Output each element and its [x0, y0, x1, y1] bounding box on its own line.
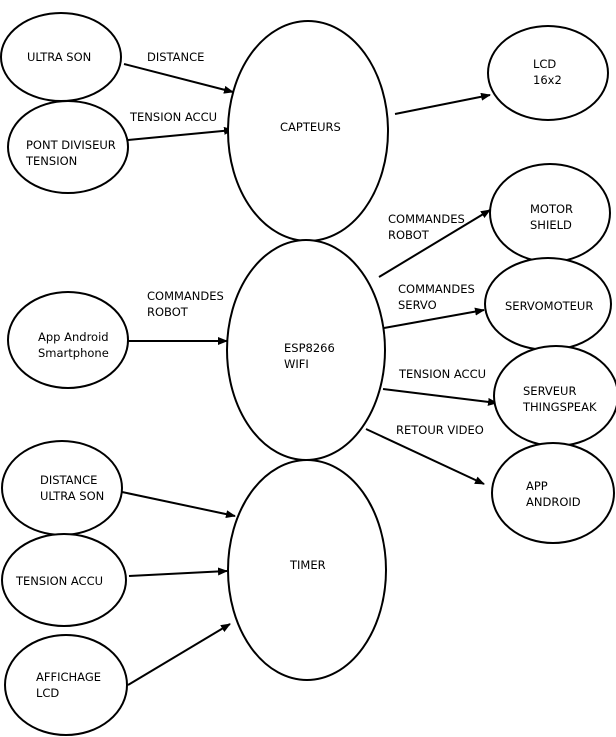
node-tension-accu: TENSION ACCU [1, 533, 127, 627]
edge-commandes-robot-in: COMMANDES ROBOT [128, 289, 228, 345]
edge-tension-accu-capteurs: TENSION ACCU [127, 110, 234, 141]
edge-commandes-servo: COMMANDES SERVO [383, 282, 485, 329]
node-distance-ultra-son-label: DISTANCE ULTRA SON [40, 473, 104, 503]
edge-tension-timer [128, 567, 228, 577]
edge-tension-accu-serveur-label: TENSION ACCU [398, 367, 486, 381]
edge-tension-accu-serveur: TENSION ACCU [382, 367, 498, 406]
node-affichage-lcd-label: AFFICHAGE LCD [36, 670, 105, 700]
node-timer: TIMER [227, 459, 387, 681]
node-lcd: LCD 16x2 [487, 25, 609, 121]
edge-commandes-robot-motor: COMMANDES ROBOT [378, 209, 491, 278]
edge-commandes-servo-label: COMMANDES SERVO [398, 282, 478, 312]
edge-tension-accu-capteurs-label: TENSION ACCU [129, 110, 217, 124]
node-ultra-son-label: ULTRA SON [27, 50, 91, 64]
node-timer-label: TIMER [289, 558, 326, 572]
edge-retour-video: RETOUR VIDEO [365, 423, 485, 485]
node-app-android-out: APP ANDROID [491, 442, 615, 544]
node-serveur-thingspeak-label: SERVEUR THINGSPEAK [522, 384, 597, 414]
edge-distance-label: DISTANCE [147, 50, 204, 64]
node-lcd-label: LCD 16x2 [533, 57, 562, 87]
node-app-android-smartphone-label: App Android Smartphone [38, 330, 112, 360]
node-motor-shield-label: MOTOR SHIELD [530, 202, 577, 232]
node-motor-shield: MOTOR SHIELD [489, 163, 611, 263]
node-pont-diviseur: PONT DIVISEUR TENSION [7, 100, 129, 194]
edge-retour-video-label: RETOUR VIDEO [396, 423, 484, 437]
node-distance-ultra-son: DISTANCE ULTRA SON [1, 440, 123, 536]
edge-capteurs-lcd [394, 92, 491, 115]
edge-distance-timer [121, 491, 236, 519]
node-esp8266: ESP8266 WIFI [226, 239, 386, 461]
node-app-android-smartphone: App Android Smartphone [7, 291, 129, 389]
edge-commandes-robot-in-label: COMMANDES ROBOT [147, 289, 227, 319]
node-tension-accu-label: TENSION ACCU [15, 574, 103, 588]
node-servomoteur-label: SERVOMOTEUR [505, 299, 593, 313]
node-servomoteur: SERVOMOTEUR [484, 257, 612, 351]
node-capteurs: CAPTEURS [227, 20, 389, 242]
edge-distance: DISTANCE [123, 50, 234, 94]
node-app-android-out-label: APP ANDROID [526, 479, 581, 509]
node-ultra-son: ULTRA SON [0, 12, 122, 102]
node-affichage-lcd: AFFICHAGE LCD [4, 634, 128, 736]
node-serveur-thingspeak: SERVEUR THINGSPEAK [493, 345, 616, 447]
node-pont-diviseur-label: PONT DIVISEUR TENSION [25, 138, 119, 168]
node-esp8266-label: ESP8266 WIFI [284, 341, 338, 371]
edge-commandes-robot-motor-label: COMMANDES ROBOT [388, 212, 468, 242]
edge-affichage-timer [127, 623, 231, 686]
node-capteurs-label: CAPTEURS [280, 120, 341, 134]
